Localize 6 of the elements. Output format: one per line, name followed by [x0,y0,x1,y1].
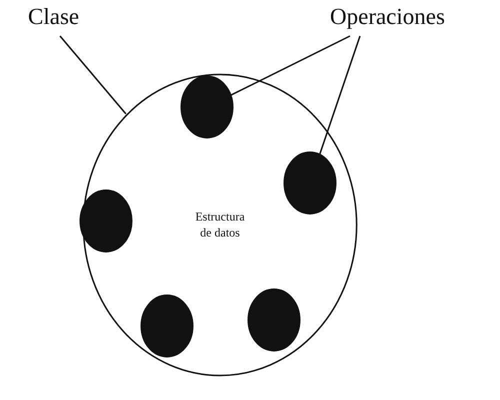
leader-line [230,35,350,96]
circle-caption: Estructura de datos [194,209,246,241]
leader-line [59,36,126,114]
callout-label: Operaciones [330,4,470,34]
callout-label: Clase [28,4,98,34]
leader-line [319,36,361,155]
